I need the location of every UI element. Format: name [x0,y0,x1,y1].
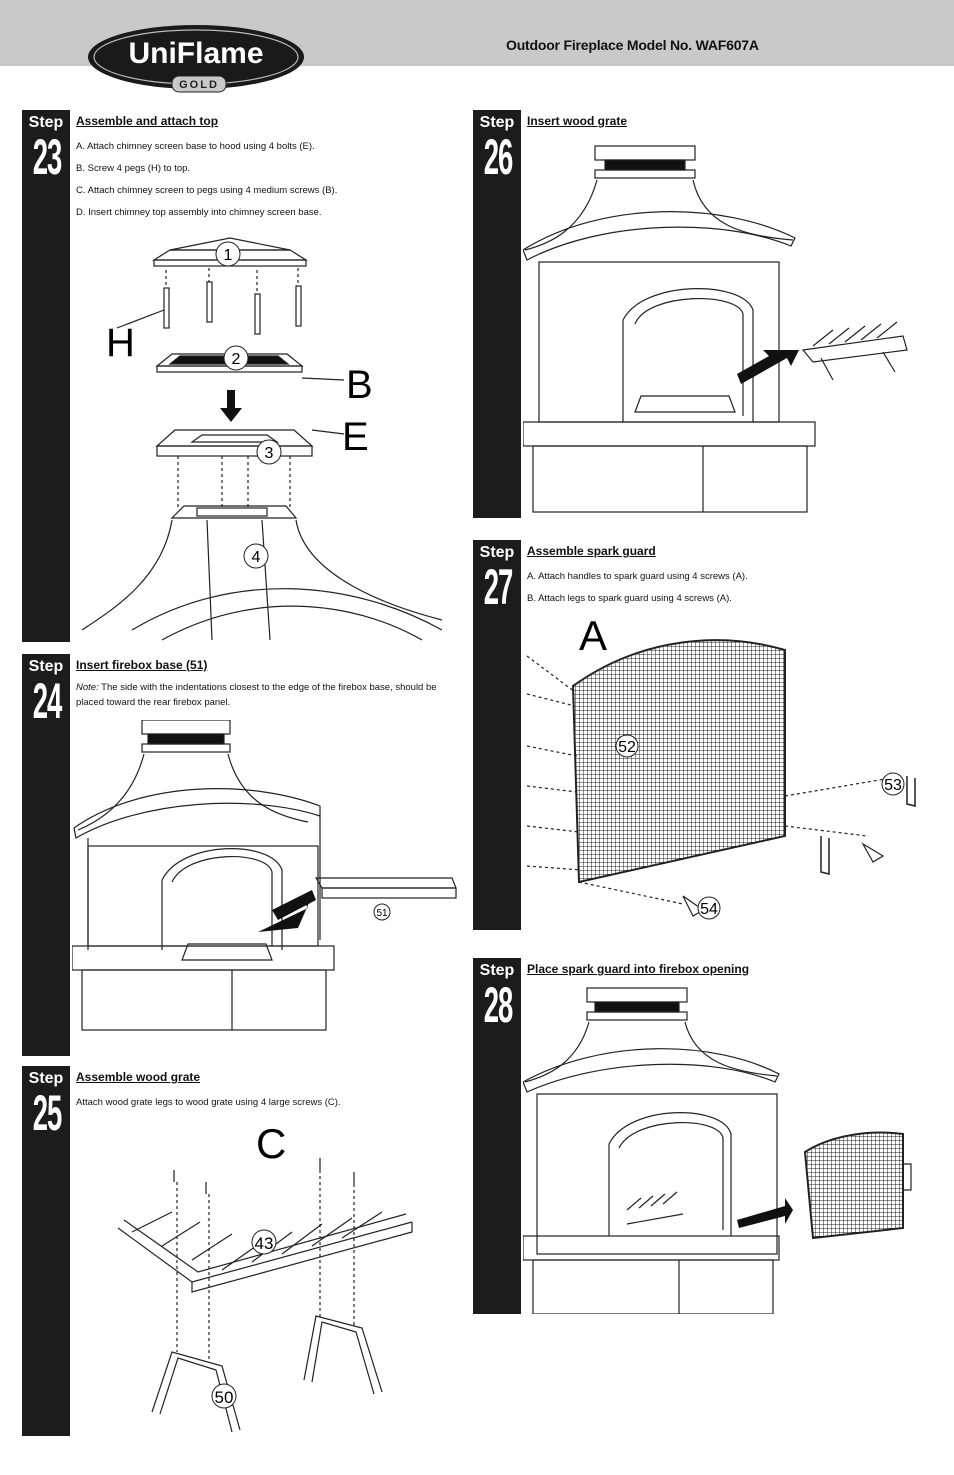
step-bar: Step 23 [22,110,70,642]
step-title: Place spark guard into firebox opening [527,962,750,976]
step-title: Assemble and attach top [76,114,219,128]
callout-50: 50 [215,1388,234,1407]
callout-1: 1 [224,247,233,264]
spark-guard-diagram [526,639,916,917]
step-28: Step 28 Place spark guard into firebox o… [473,958,933,1314]
instruction-line: B. Attach legs to spark guard using 4 sc… [527,593,732,604]
step-label: Step [28,658,64,675]
step-number: 25 [32,1085,62,1141]
step-label: Step [28,1070,64,1087]
step-number: 28 [483,977,513,1033]
model-title: Outdoor Fireplace Model No. WAF607A [506,37,759,53]
step-instructions: A. Attach chimney screen base to hood us… [76,136,337,224]
note-text: The side with the indentations closest t… [76,682,437,708]
step-label: Step [479,962,515,979]
callout-4: 4 [252,549,261,566]
step-label: Step [479,114,515,131]
instruction-line: A. Attach handles to spark guard using 4… [527,571,748,582]
step-title: Assemble wood grate [76,1070,201,1084]
callout-2: 2 [232,351,241,368]
callout-c: C [256,1122,286,1167]
callout-54: 54 [700,901,718,918]
instruction-line: C. Attach chimney screen to pegs using 4… [76,185,338,196]
step-title: Insert firebox base (51) [76,658,208,672]
step-26: Step 26 Insert wood grate [473,110,933,518]
brand-text: UniFlame [128,37,263,70]
callout-a: A [579,612,607,659]
step-25-callouts: C 43 50 [211,1122,286,1409]
step-bar: Step 28 [473,958,521,1314]
instruction-line: D. Insert chimney top assembly into chim… [76,207,322,218]
step-number: 26 [483,129,513,185]
step-23-callouts: 1 2 3 4 H B E [106,241,373,569]
instruction-line: B. Screw 4 pegs (H) to top. [76,163,191,174]
fireplace-spark-guard-diagram [523,987,912,1314]
step-number: 27 [483,559,513,615]
fireplace-wood-grate-diagram [523,145,908,513]
callout-3: 3 [265,445,274,462]
step-27-callouts: A 52 53 54 [579,612,905,920]
brand-sub-text: GOLD [179,79,219,91]
callout-h: H [106,321,135,365]
step-title: Insert wood grate [527,114,628,128]
note-prefix: Note: [76,682,99,693]
step-24-callouts: 51 [373,903,391,921]
fireplace-firebox-diagram [72,720,457,1031]
callout-e: E [342,415,369,459]
callout-52: 52 [618,739,636,756]
step-instructions: A. Attach handles to spark guard using 4… [527,566,748,610]
step-title: Assemble spark guard [527,544,656,558]
step-number: 23 [32,129,62,185]
step-27: Step 27 Assemble spark guard A. Attach h… [473,540,933,930]
step-label: Step [479,544,515,561]
step-label: Step [28,114,64,131]
callout-51: 51 [376,908,388,919]
step-23: Step 23 Assemble and attach top A. Attac… [22,110,462,642]
step-25: Step 25 Assemble wood grate Attach wood … [22,1066,462,1436]
step-number: 24 [32,673,62,729]
callout-b: B [346,363,373,407]
instruction-line: A. Attach chimney screen base to hood us… [76,141,315,152]
step-bar: Step 25 [22,1066,70,1436]
step-24: Step 24 Insert firebox base (51) Note: T… [22,654,462,1056]
step-instructions: Attach wood grate legs to wood grate usi… [76,1092,341,1114]
step-bar: Step 26 [473,110,521,518]
step-bar: Step 24 [22,654,70,1056]
instruction-line: Attach wood grate legs to wood grate usi… [76,1097,341,1108]
callout-53: 53 [884,777,902,794]
uniflame-logo: UniFlame GOLD [88,25,304,93]
step-note: Note: The side with the indentations clo… [76,680,451,710]
callout-43: 43 [255,1234,274,1253]
step-bar: Step 27 [473,540,521,930]
